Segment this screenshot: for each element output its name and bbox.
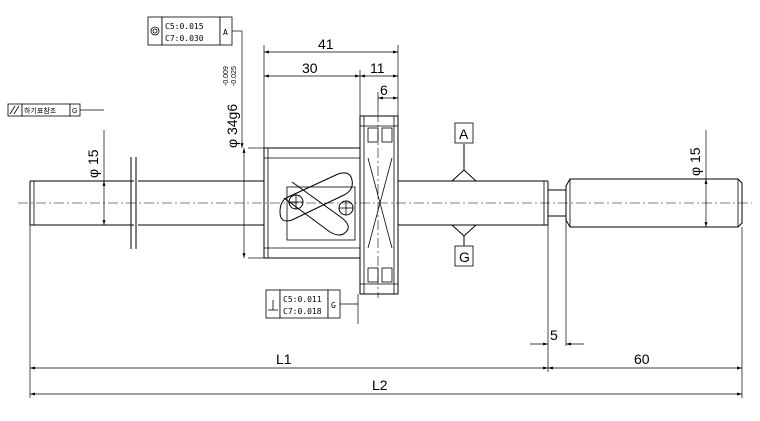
datum-a-box bbox=[454, 122, 474, 144]
dim-flange-diameter: φ 34g6 -0.009 -0.025 bbox=[223, 66, 264, 259]
dim-5-text: 5 bbox=[550, 327, 558, 343]
shaft-end-journal bbox=[565, 178, 743, 228]
runout-frame: 하기표참조 G bbox=[7, 103, 104, 117]
dim-60-text: 60 bbox=[634, 351, 650, 367]
perpendicularity-frame: C5:0.011 C7:0.018 G bbox=[265, 289, 359, 324]
dim-30-text: 30 bbox=[302, 60, 318, 76]
dim-41-text: 41 bbox=[318, 36, 334, 52]
break-lines bbox=[130, 157, 137, 249]
nut-flange bbox=[359, 112, 399, 298]
svg-text:G: G bbox=[331, 301, 336, 310]
dim-top-extensions bbox=[263, 45, 399, 148]
datum-g-box bbox=[454, 245, 474, 267]
dim-11-text: 11 bbox=[370, 60, 385, 76]
dim-shaft-diameter-left: φ 15 bbox=[85, 130, 106, 225]
svg-text:C7:0.018: C7:0.018 bbox=[283, 307, 322, 316]
svg-text:G: G bbox=[72, 108, 77, 115]
datum-a-label: A bbox=[459, 126, 469, 142]
concentricity-frame: C5:0.015 C7:0.030 A bbox=[147, 16, 244, 148]
svg-text:C5:0.011: C5:0.011 bbox=[283, 295, 322, 304]
dim-L1-text: L1 bbox=[276, 351, 292, 367]
svg-text:C7:0.030: C7:0.030 bbox=[165, 34, 204, 43]
svg-text:-0.025: -0.025 bbox=[231, 66, 238, 86]
svg-text:하기표참조: 하기표참조 bbox=[24, 106, 57, 115]
svg-text:φ 15: φ 15 bbox=[687, 147, 703, 176]
datum-diamond bbox=[450, 144, 478, 246]
svg-text:-0.009: -0.009 bbox=[223, 66, 230, 86]
dim-bottom-extensions bbox=[29, 216, 743, 398]
svg-text:C5:0.015: C5:0.015 bbox=[165, 22, 204, 31]
dim-L2-text: L2 bbox=[372, 377, 388, 393]
svg-text:A: A bbox=[223, 28, 228, 37]
svg-text:φ 15: φ 15 bbox=[85, 149, 101, 178]
datum-g-label: G bbox=[459, 249, 470, 265]
dim-shaft-diameter-right: φ 15 bbox=[687, 130, 708, 227]
dim-6-text: 6 bbox=[380, 82, 388, 98]
svg-text:φ 34g6: φ 34g6 bbox=[224, 104, 240, 148]
